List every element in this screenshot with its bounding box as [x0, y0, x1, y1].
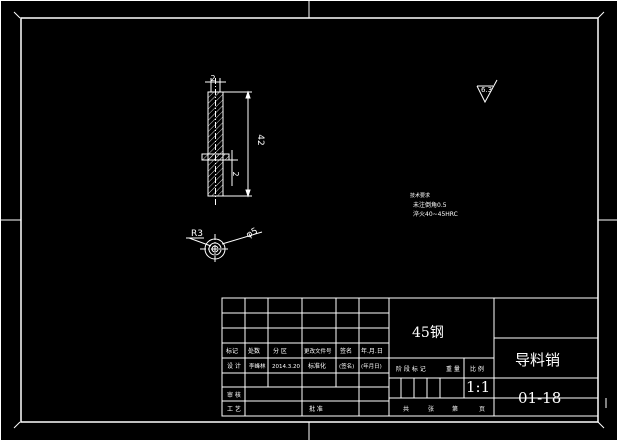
dim-radius: R3: [191, 229, 203, 239]
notes-heading: 技术要求: [410, 192, 430, 199]
part-front-view: [201, 78, 252, 205]
label-review: 审 核: [227, 391, 241, 399]
label-design: 设 计: [227, 362, 241, 370]
label-standardize: 标准化: [308, 362, 326, 370]
label-change-doc: 更改文件号: [304, 347, 332, 355]
dim-overall-length: 42: [255, 134, 265, 145]
label-approve: 批 准: [309, 405, 323, 413]
title-block-grid: [221, 297, 599, 417]
date-note: (年月日): [361, 362, 382, 370]
roughness-value: 6.3: [481, 86, 492, 94]
dim-collar-side: 2: [231, 171, 240, 176]
label-scale: 比 例: [470, 365, 484, 373]
designer-name: 李峰林: [249, 362, 266, 370]
label-pages: 页: [479, 406, 485, 413]
label-stage-mark: 阶 段 标 记: [396, 365, 426, 373]
dim-top-width: 2: [210, 74, 215, 83]
label-sheets: 张: [428, 405, 434, 413]
label-page: 第: [452, 405, 458, 413]
label-total: 共: [403, 405, 409, 413]
notes-chamfer: 未注倒角0.5: [413, 201, 447, 209]
label-signature: 签名: [340, 347, 352, 355]
roughness-symbol: [476, 79, 498, 104]
label-zone: 分 区: [273, 347, 287, 355]
sign-note: (签名): [339, 362, 354, 370]
title-block-row-labels: 标记 处数 分 区 更改文件号 签名 年.月.日 设 计 李峰林 2014.3.…: [226, 347, 485, 413]
dim-diameter: φ5: [245, 226, 260, 240]
design-date: 2014.3.20: [272, 364, 300, 370]
material: 45钢: [412, 325, 444, 341]
scale-value: 1:1: [466, 378, 490, 396]
label-process: 工 艺: [227, 405, 241, 413]
label-mark: 标记: [226, 347, 238, 355]
label-weight: 重 量: [446, 365, 460, 373]
part-name: 导料销: [515, 351, 560, 369]
label-date: 年.月.日: [361, 347, 383, 355]
part-number: 01-18: [518, 389, 561, 407]
part-top-view: [186, 231, 263, 264]
notes-hardening: 淬火40~45HRC: [413, 210, 458, 218]
label-count: 处数: [248, 347, 260, 355]
